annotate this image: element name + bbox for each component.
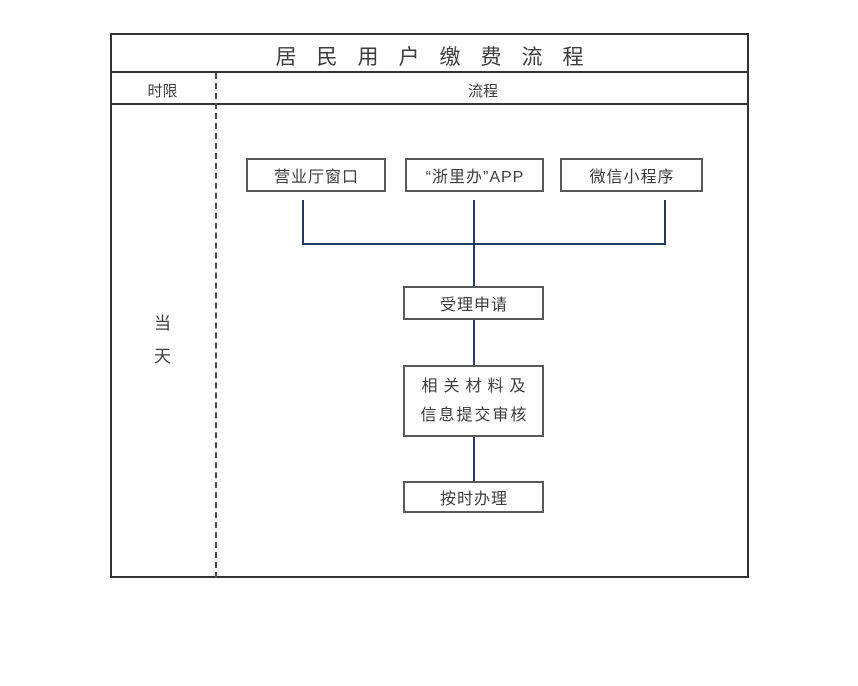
connector-accept-to-materials (473, 320, 475, 365)
connector-drop-right (664, 200, 666, 245)
connector-materials-to-handle (473, 437, 475, 481)
step-label-line-1: 相关材料及 (421, 378, 532, 395)
header-row-separator (110, 103, 749, 105)
channel-label: 营业厅窗口 (273, 169, 359, 186)
channel-label: “浙里办”APP (425, 169, 525, 186)
connector-merge-horizontal (302, 243, 666, 245)
channel-label: 微信小程序 (589, 169, 675, 186)
channel-box-wechat-mini-program: 微信小程序 (560, 158, 703, 192)
channel-box-zheliban-app: “浙里办”APP (405, 158, 544, 192)
channel-box-business-hall: 营业厅窗口 (246, 158, 386, 192)
time-limit-value: 当 天 (110, 315, 215, 366)
time-limit-char-1: 当 (154, 314, 171, 333)
time-limit-char-2: 天 (154, 347, 171, 366)
connector-drop-left (302, 200, 304, 245)
step-box-handle-on-time: 按时办理 (403, 481, 544, 513)
step-label-line-2: 信息提交审核 (420, 407, 529, 424)
process-column-header: 流程 (467, 83, 498, 100)
step-label: 按时办理 (439, 491, 508, 508)
step-label: 受理申请 (439, 297, 508, 314)
step-box-accept-application: 受理申请 (403, 286, 544, 320)
step-box-materials-review: 相关材料及 信息提交审核 (403, 365, 544, 437)
title-row-separator (110, 71, 749, 73)
diagram-title: 居民用户缴费流程 (275, 46, 604, 69)
column-dashed-divider (215, 73, 217, 578)
time-limit-column-header: 时限 (147, 83, 178, 100)
